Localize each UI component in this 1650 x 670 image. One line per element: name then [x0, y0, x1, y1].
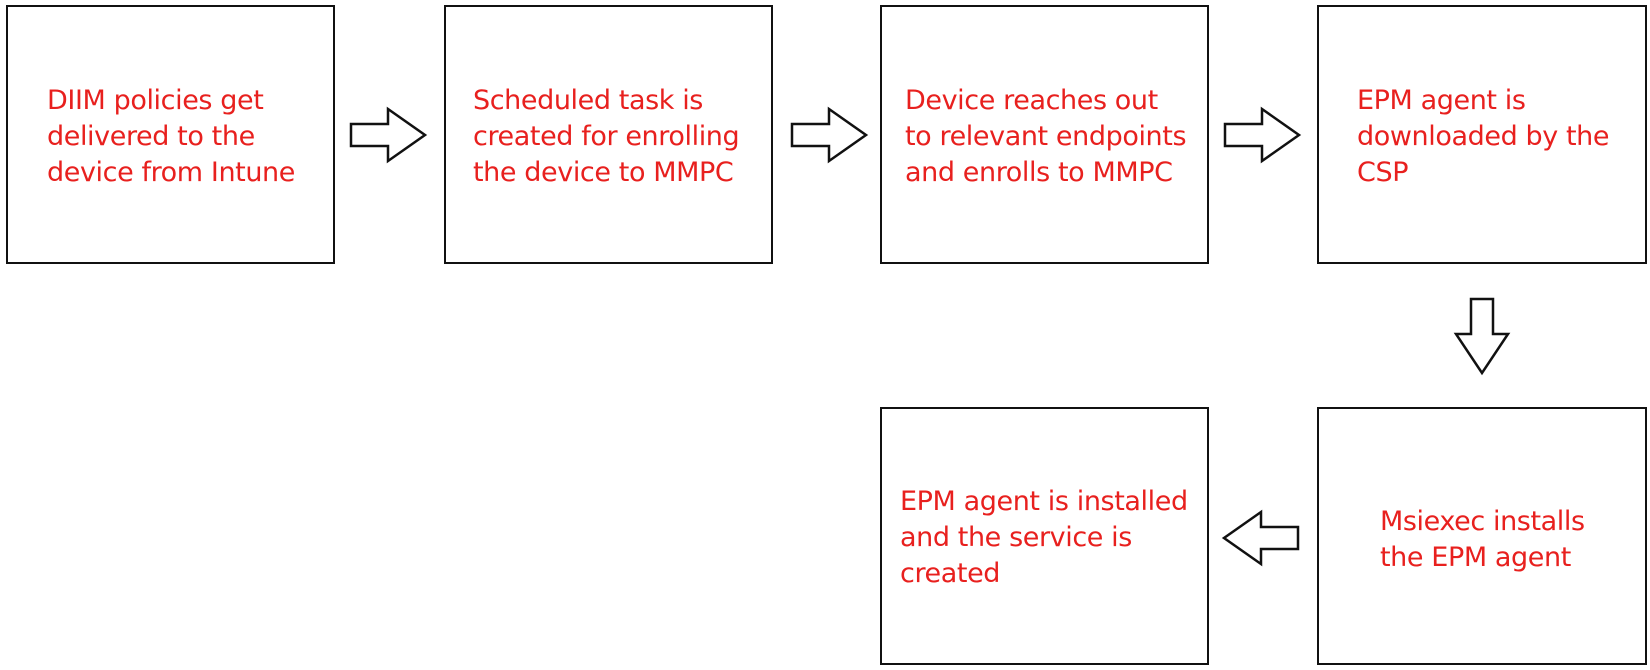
step-label-2: Scheduled task is created for enrolling …: [473, 85, 740, 188]
step-label-1: DIIM policies get delivered to the devic…: [47, 85, 295, 188]
step-box-2: Scheduled task is created for enrolling …: [444, 5, 773, 264]
step-label-6: EPM agent is installed and the service i…: [900, 486, 1188, 589]
arrow-down-icon: [1453, 297, 1511, 376]
arrow-right-icon: [790, 106, 869, 164]
arrow-right-icon: [1223, 106, 1302, 164]
arrow-left-icon: [1221, 509, 1300, 567]
step-box-4: EPM agent is downloaded by the CSP: [1317, 5, 1647, 264]
step-box-6: EPM agent is installed and the service i…: [880, 407, 1209, 665]
arrow-right-icon: [349, 106, 428, 164]
step-label-4: EPM agent is downloaded by the CSP: [1357, 85, 1610, 188]
step-label-3: Device reaches out to relevant endpoints…: [905, 85, 1187, 188]
step-box-1: DIIM policies get delivered to the devic…: [6, 5, 335, 264]
step-box-3: Device reaches out to relevant endpoints…: [880, 5, 1209, 264]
step-label-5: Msiexec installs the EPM agent: [1380, 506, 1585, 573]
step-box-5: Msiexec installs the EPM agent: [1317, 407, 1647, 665]
